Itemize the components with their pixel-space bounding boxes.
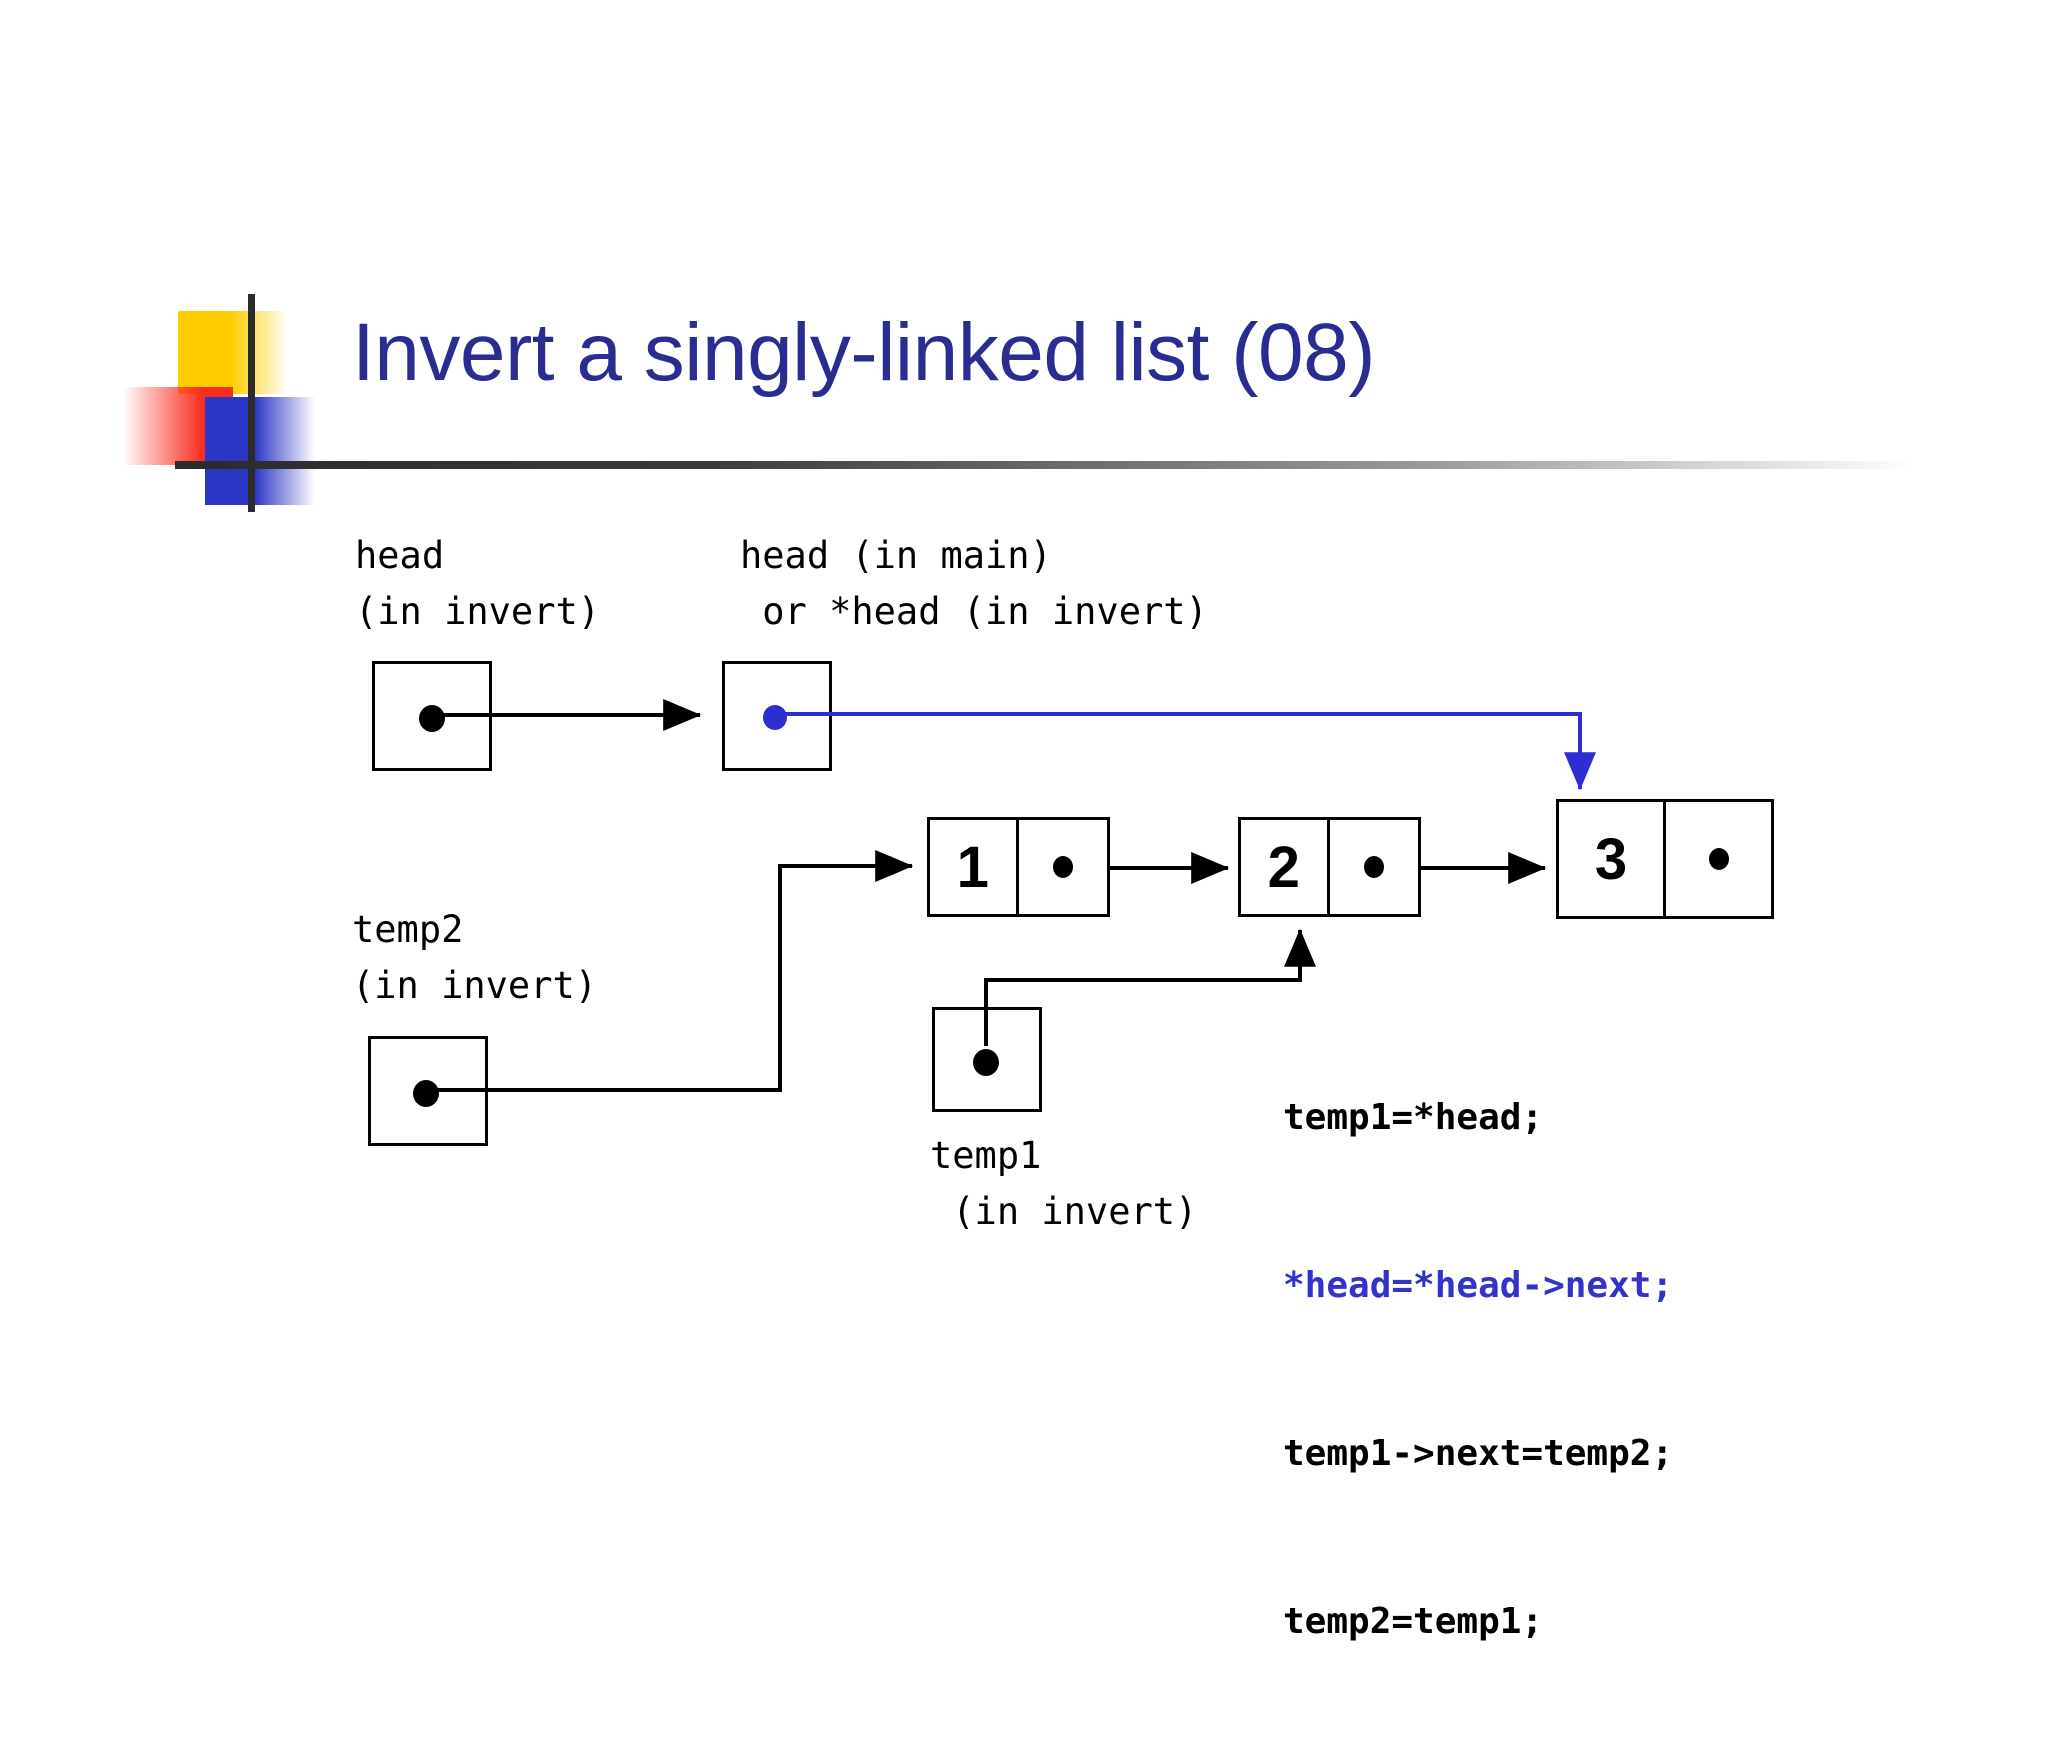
node-pointer-cell-1 — [1019, 820, 1107, 914]
list-node-1: 1 — [927, 817, 1110, 917]
code-block: temp1=*head; *head=*head->next; temp1->n… — [1283, 978, 1673, 1762]
ptr-box-head-invert — [372, 661, 492, 771]
label-head-main-line1: head (in main) — [740, 534, 1052, 577]
label-temp2-line1: temp2 — [352, 908, 464, 951]
node-pointer-cell-2 — [1330, 820, 1418, 914]
ptr-box-head-main — [722, 661, 832, 771]
decoration-vertical-line — [248, 294, 255, 512]
node-pointer-dot-2 — [1363, 856, 1384, 878]
label-temp1-line1: temp1 — [930, 1134, 1042, 1177]
title-underline-rule — [175, 461, 1915, 469]
pointer-dot-head-invert — [419, 705, 445, 732]
node-pointer-dot-1 — [1052, 856, 1073, 878]
node-pointer-dot-3 — [1708, 848, 1729, 870]
arrow-overlay — [424, 699, 1596, 1092]
label-head-invert-line2: (in invert) — [355, 590, 601, 633]
ptr-box-temp2 — [368, 1036, 488, 1146]
pointer-dot-temp2 — [413, 1080, 439, 1107]
label-head-invert-line1: head — [355, 534, 445, 577]
node-value-2: 2 — [1241, 820, 1330, 914]
arrow-head-main-to-node3 — [772, 712, 1596, 791]
code-line-1: temp1=*head; — [1283, 1097, 1544, 1138]
code-line-2-highlighted: *head=*head->next; — [1283, 1265, 1674, 1306]
pointer-dot-temp1 — [973, 1049, 999, 1076]
node-pointer-cell-3 — [1666, 802, 1771, 916]
slide-canvas: Invert a singly-linked list (08) head (i… — [123, 294, 1915, 1642]
label-temp2-line2: (in invert) — [352, 964, 598, 1007]
code-line-3: temp1->next=temp2; — [1283, 1433, 1674, 1474]
code-line-4: temp2=temp1; — [1283, 1601, 1544, 1642]
node-value-3: 3 — [1559, 802, 1667, 916]
list-node-2: 2 — [1238, 817, 1421, 917]
list-node-3: 3 — [1556, 799, 1774, 919]
node-value-1: 1 — [930, 820, 1019, 914]
ptr-box-temp1 — [932, 1007, 1042, 1112]
page-title: Invert a singly-linked list (08) — [352, 307, 1376, 398]
decoration-blue-block — [205, 397, 315, 505]
label-head-main-line2: or *head (in invert) — [740, 590, 1208, 633]
decoration-yellow-block — [178, 311, 288, 394]
label-temp1-line2: (in invert) — [930, 1190, 1198, 1233]
pointer-dot-head-main — [763, 705, 787, 730]
